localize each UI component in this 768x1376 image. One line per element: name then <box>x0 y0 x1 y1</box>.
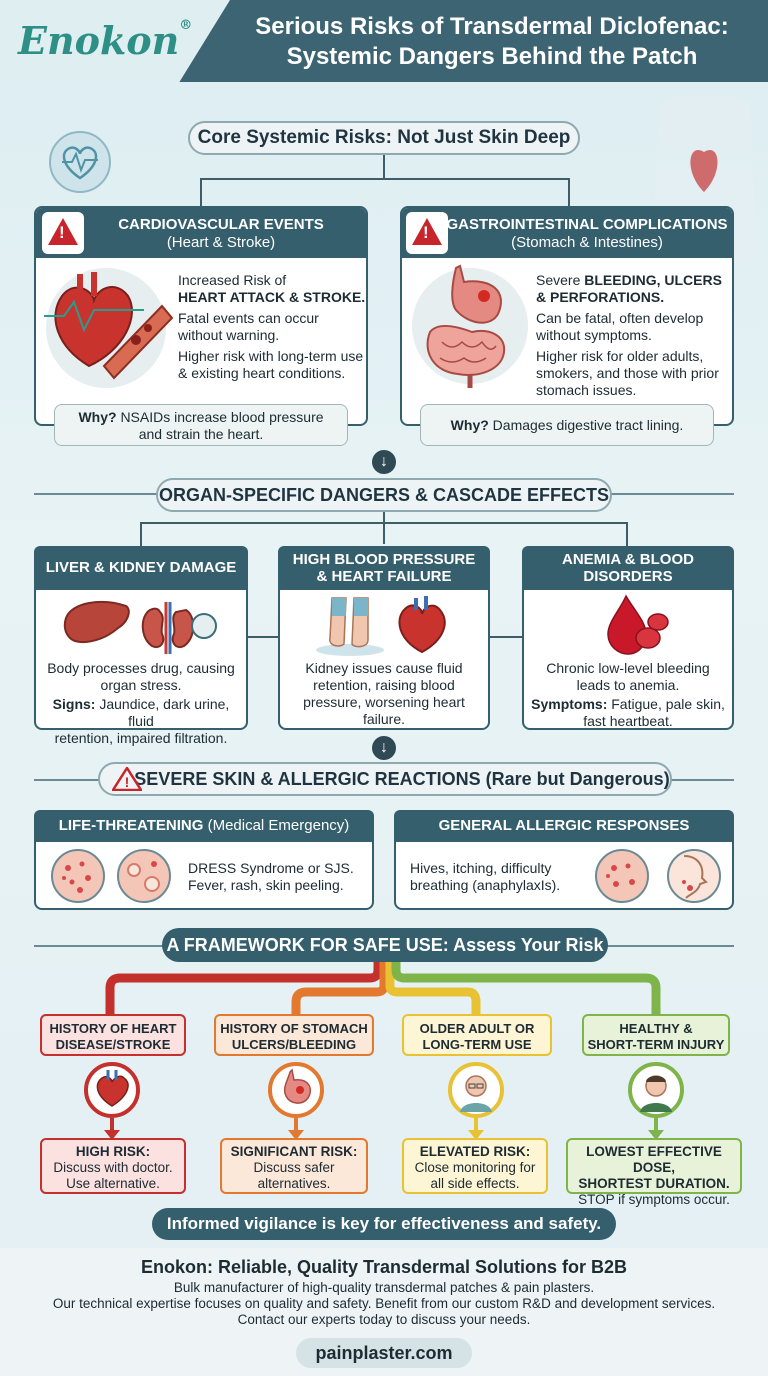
stomach-icon <box>268 1062 324 1118</box>
hives-throat-icon <box>595 849 721 903</box>
arrow-down-icon <box>468 1130 484 1140</box>
connector <box>110 1118 114 1136</box>
connector <box>200 178 570 180</box>
blood-pressure-title: HIGH BLOOD PRESSURE & HEART FAILURE <box>278 546 490 590</box>
brand-logo: Enokon® <box>18 18 193 63</box>
arrow-down-icon <box>104 1130 120 1140</box>
risk-category-older-adult: OLDER ADULT OR LONG-TERM USE <box>402 1014 552 1056</box>
risk-result-older-adult: ELEVATED RISK: Close monitoring for all … <box>402 1138 548 1194</box>
life-threatening-title: LIFE-THREATENING (Medical Emergency) <box>34 810 374 842</box>
arrow-down-icon <box>648 1130 664 1140</box>
cardiovascular-card: CARDIOVASCULAR EVENTS (Heart & Stroke) <box>34 206 368 426</box>
core-risks-heading: Core Systemic Risks: Not Just Skin Deep <box>188 121 580 155</box>
connector <box>488 636 524 638</box>
risk-result-stomach: SIGNIFICANT RISK: Discuss safer alternat… <box>220 1138 368 1194</box>
blood-pressure-description: Kidney issues cause fluid retention, rai… <box>303 660 465 727</box>
life-threatening-description: DRESS Syndrome or SJS. Fever, rash, skin… <box>188 860 354 893</box>
page-title: Serious Risks of Transdermal Diclofenac:… <box>255 13 729 70</box>
arrow-down-icon: ↓ <box>372 736 396 760</box>
warning-icon <box>42 212 84 254</box>
connector <box>294 1118 298 1136</box>
general-allergic-description: Hives, itching, difficulty breathing (an… <box>410 860 561 893</box>
footer-description: Bulk manufacturer of high-quality transd… <box>52 1280 716 1327</box>
arrow-down-icon: ↓ <box>372 450 396 474</box>
heart-icon <box>84 1062 140 1118</box>
arrow-down-icon <box>288 1130 304 1140</box>
framework-branches <box>105 962 661 1016</box>
risk-category-heart: HISTORY OF HEART DISEASE/STROKE <box>40 1014 186 1056</box>
risk-category-healthy: HEALTHY & SHORT-TERM INJURY <box>582 1014 730 1056</box>
heart-monitor-icon <box>49 131 111 193</box>
stomach-intestines-icon <box>426 264 506 388</box>
warning-icon <box>406 212 448 254</box>
gi-description: Severe BLEEDING, ULCERS & PERFORATIONS. … <box>536 272 722 398</box>
connector <box>246 636 280 638</box>
organ-dangers-heading: ORGAN-SPECIFIC DANGERS & CASCADE EFFECTS <box>156 478 612 512</box>
gi-header: GASTROINTESTINAL COMPLICATIONS (Stomach … <box>402 208 732 258</box>
warning-icon: ! <box>110 765 144 792</box>
footer: Enokon: Reliable, Quality Transdermal So… <box>0 1248 768 1376</box>
connector <box>140 522 142 546</box>
cardio-why-box: Why? NSAIDs increase blood pressure and … <box>54 404 348 446</box>
anemia-title: ANEMIA & BLOOD DISORDERS <box>522 546 734 590</box>
liver-kidney-title: LIVER & KIDNEY DAMAGE <box>34 546 248 590</box>
skin-rash-icon <box>51 849 171 903</box>
footer-title: Enokon: Reliable, Quality Transdermal So… <box>140 1257 628 1277</box>
website-link[interactable]: painplaster.com <box>296 1338 472 1368</box>
connector <box>654 1118 658 1136</box>
logo-panel: Enokon® <box>0 0 230 82</box>
connector <box>383 512 385 544</box>
heart-artery-icon <box>44 272 174 380</box>
connector <box>474 1118 478 1136</box>
risk-result-healthy: LOWEST EFFECTIVE DOSE, SHORTEST DURATION… <box>566 1138 742 1207</box>
cardio-header: CARDIOVASCULAR EVENTS (Heart & Stroke) <box>36 208 366 258</box>
skin-reactions-heading: SEVERE SKIN & ALLERGIC REACTIONS (Rare b… <box>98 762 672 796</box>
liver-kidney-icon <box>63 601 217 654</box>
vigilance-banner: Informed vigilance is key for effectiven… <box>152 1208 616 1240</box>
framework-heading: A FRAMEWORK FOR SAFE USE: Assess Your Ri… <box>162 928 608 962</box>
cardio-description: Increased Risk of HEART ATTACK & STROKE.… <box>178 272 366 381</box>
healthy-person-icon <box>628 1062 684 1118</box>
gi-why-box: Why? Damages digestive tract lining. <box>420 404 714 446</box>
older-adult-icon <box>448 1062 504 1118</box>
svg-text:!: ! <box>125 774 130 790</box>
header-bar: Enokon® Serious Risks of Transdermal Dic… <box>0 0 768 82</box>
risk-category-stomach: HISTORY OF STOMACH ULCERS/BLEEDING <box>214 1014 374 1056</box>
liver-kidney-description: Body processes drug, causing organ stres… <box>47 660 235 746</box>
anemia-description: Chronic low-level bleeding leads to anem… <box>531 660 725 729</box>
blood-drop-icon <box>607 594 669 655</box>
swollen-legs-heart-icon <box>316 596 446 656</box>
connector <box>383 155 385 179</box>
connector <box>568 178 570 206</box>
connector <box>626 522 628 546</box>
connector <box>200 178 202 206</box>
general-allergic-title: GENERAL ALLERGIC RESPONSES <box>394 810 734 842</box>
risk-result-heart: HIGH RISK: Discuss with doctor. Use alte… <box>40 1138 186 1194</box>
connector <box>140 522 628 524</box>
